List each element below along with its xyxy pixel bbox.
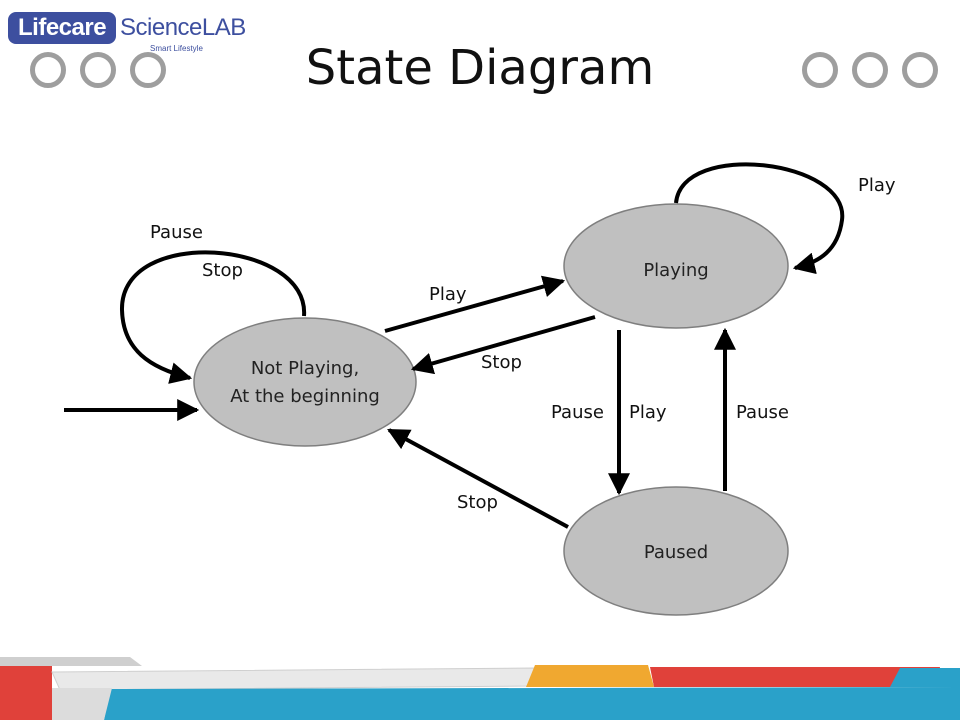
logo-tagline: Smart Lifestyle xyxy=(150,44,203,53)
decor-circle-icon xyxy=(30,52,66,88)
state-playing-label: Playing xyxy=(643,260,708,281)
decor-circles-left xyxy=(30,52,166,88)
logo-badge xyxy=(8,12,116,44)
footer-band-red-right xyxy=(650,667,940,687)
label-playing-to-not-playing: Stop xyxy=(481,352,522,373)
transition-paused-to-not-playing xyxy=(387,428,569,529)
label-paused-to-not-playing: Stop xyxy=(457,492,498,513)
logo-brand-part2: ScienceLAB xyxy=(120,14,246,41)
footer-band-blue xyxy=(104,687,960,720)
logo-brand-part1: Lifecare xyxy=(18,14,107,41)
decor-circles-right xyxy=(802,52,938,88)
logo: Lifecare ScienceLAB Smart Lifestyle xyxy=(8,6,248,54)
state-paused-label: Paused xyxy=(644,542,708,563)
footer-band-gray-bottom xyxy=(52,688,112,720)
transition-playing-self xyxy=(674,162,845,275)
decor-circle-icon xyxy=(80,52,116,88)
state-not-playing-label-line2: At the beginning xyxy=(230,386,380,407)
page-title: State Diagram xyxy=(305,40,655,96)
label-paused-to-playing: Pause xyxy=(736,402,789,423)
footer-band-red-left xyxy=(0,666,52,720)
footer-band-blue-right xyxy=(890,668,960,687)
label-playing-self: Play xyxy=(858,175,896,196)
decor-circle-icon xyxy=(852,52,888,88)
state-not-playing-label-line1: Not Playing, xyxy=(251,358,359,379)
transition-not-playing-self xyxy=(119,250,307,384)
footer-band-gray-left xyxy=(0,657,142,666)
decor-circle-icon xyxy=(902,52,938,88)
footer-band-orange xyxy=(526,665,654,687)
transition-playing-to-not-playing xyxy=(410,315,596,375)
label-not-playing-self-pause: Pause xyxy=(150,222,203,243)
label-not-playing-self-stop: Stop xyxy=(202,260,243,281)
label-not-playing-to-playing: Play xyxy=(429,284,467,305)
footer-band-light xyxy=(51,667,536,691)
decor-circle-icon xyxy=(130,52,166,88)
state-not-playing xyxy=(193,317,417,447)
label-playing-to-paused-pause: Pause xyxy=(551,402,604,423)
decor-circle-icon xyxy=(802,52,838,88)
state-playing xyxy=(563,203,789,329)
transition-not-playing-to-playing xyxy=(384,275,566,333)
state-paused xyxy=(563,486,789,616)
label-playing-to-paused-play: Play xyxy=(629,402,667,423)
